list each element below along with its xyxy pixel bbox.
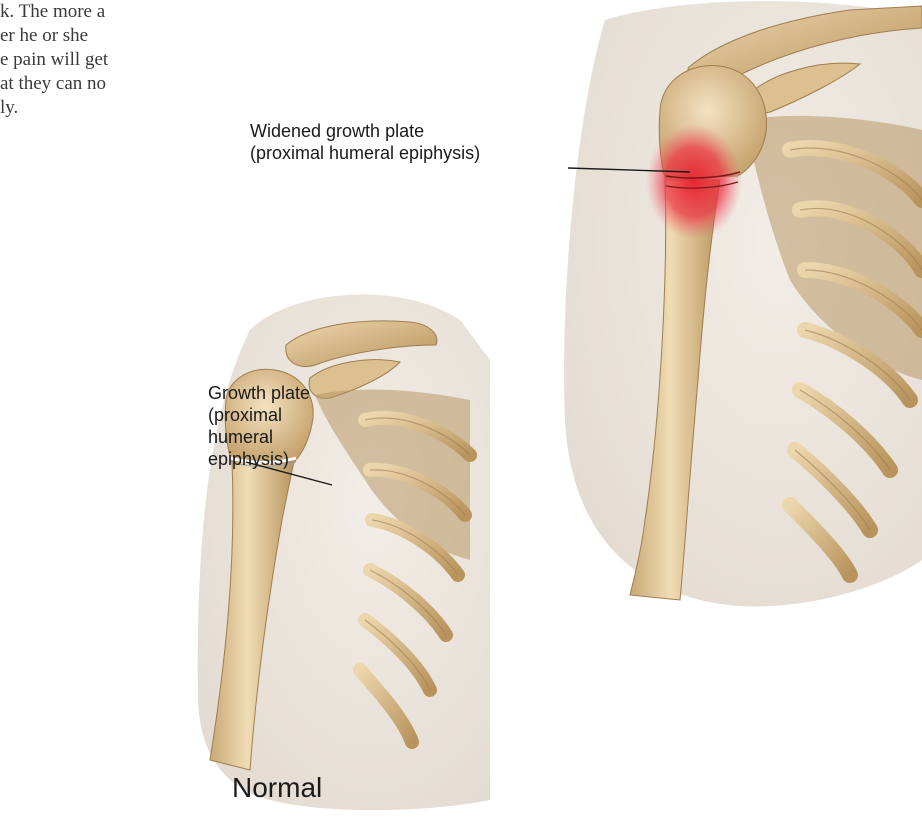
normal-caption: Normal — [232, 772, 322, 804]
normal-shoulder — [198, 295, 490, 811]
body-text-line: er he or she — [0, 24, 180, 48]
normal-growth-plate-label: Growth plate (proximal humeral epiphysis… — [208, 382, 310, 470]
widened-growth-plate-label: Widened growth plate (proximal humeral e… — [250, 120, 480, 164]
body-text-line: k. The more a — [0, 0, 180, 24]
label-line: Widened growth plate — [250, 120, 480, 142]
label-line: (proximal — [208, 404, 310, 426]
body-text-fragment: k. The more a er he or she e pain will g… — [0, 0, 180, 120]
body-text-line: e pain will get — [0, 48, 180, 72]
body-text-line: ly. — [0, 96, 180, 120]
label-line: epiphysis) — [208, 448, 310, 470]
label-line: Growth plate — [208, 382, 310, 404]
body-text-line: at they can no — [0, 72, 180, 96]
label-line: humeral — [208, 426, 310, 448]
affected-shoulder — [564, 1, 922, 606]
label-line: (proximal humeral epiphysis) — [250, 142, 480, 164]
inflamed-growth-plate — [646, 124, 742, 240]
